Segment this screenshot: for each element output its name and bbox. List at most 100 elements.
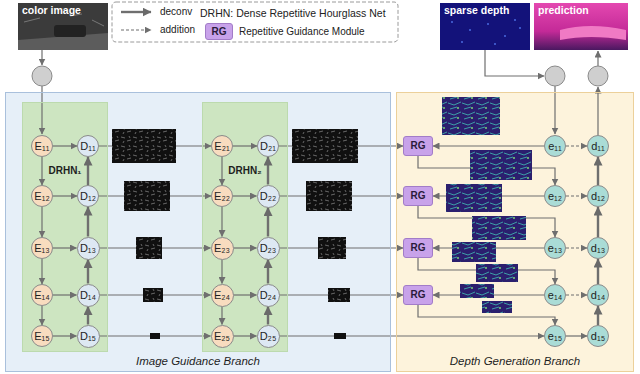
- flow-arrow: [41, 259, 42, 284]
- prediction-tile: [534, 3, 628, 50]
- legend-item: RGRepetitive Guidance Module: [205, 23, 365, 40]
- image-caption: prediction: [538, 4, 589, 16]
- wire: [597, 51, 598, 66]
- deconv-arrow: [267, 260, 269, 284]
- image-ground: [534, 3, 628, 50]
- node-label: D₁₁: [80, 140, 95, 153]
- legend-line-sample: [120, 7, 154, 17]
- region-label: Image Guidance Branch: [136, 355, 260, 368]
- depth-point: [451, 21, 453, 23]
- image-region: [560, 26, 626, 40]
- node-label: d₁₂: [591, 190, 605, 203]
- depth-point: [487, 23, 489, 25]
- node-label: D₁₂: [80, 190, 96, 203]
- deconv-arrow: [597, 306, 599, 325]
- legend-line: [121, 29, 151, 30]
- flow-arrow: [280, 335, 545, 336]
- wire: [485, 50, 544, 76]
- module-label: RG: [411, 190, 426, 202]
- depth-decoder-node: d₁₃: [587, 237, 609, 259]
- flow-arrow: [233, 145, 257, 146]
- deconv-arrow: [597, 157, 599, 185]
- encoder-node: E₁₁: [31, 135, 53, 157]
- flow-arrow: [221, 307, 222, 325]
- flow-arrow: [221, 207, 222, 237]
- flow-arrow: [41, 207, 42, 237]
- depth-feature-map: [472, 216, 526, 240]
- decoder-node: D₂₁: [257, 135, 279, 157]
- sparse-depth-tile: [440, 3, 530, 50]
- deconv-arrow: [597, 207, 599, 237]
- flow-arrow: [53, 294, 77, 295]
- node-label: e₁₁: [548, 140, 562, 153]
- legend-note: DRHN: Dense Repetitive Hourglass Net: [200, 7, 386, 19]
- wire: [597, 87, 598, 135]
- encoder-node: E₁₅: [31, 325, 53, 347]
- region-label: Depth Generation Branch: [450, 355, 580, 368]
- flow-arrow: [53, 195, 77, 196]
- encoder-node: E₁₄: [31, 284, 53, 306]
- depth-feature-map: [446, 184, 502, 212]
- depth-feature-map: [452, 242, 496, 262]
- decoder-node: D₂₅: [257, 325, 280, 348]
- depth-decoder-node: d₁₁: [587, 135, 609, 157]
- node-label: D₁₃: [80, 242, 96, 255]
- node-label: e₁₂: [548, 190, 562, 203]
- guidance-module: RG: [403, 136, 433, 156]
- decoder-node: D₁₅: [77, 325, 100, 348]
- node-label: d₁₁: [591, 140, 605, 153]
- node-label: E₁₂: [34, 190, 49, 203]
- depth-encoder-node: e₁₄: [544, 284, 566, 306]
- region-fill: [202, 102, 288, 352]
- node-label: e₁₅: [548, 330, 562, 343]
- region-label: DRHN₁: [48, 165, 81, 177]
- flow-arrow: [233, 195, 257, 196]
- image-caption: color image: [22, 4, 81, 16]
- image-ground: [440, 3, 530, 50]
- encoder-node: E₁₂: [31, 185, 53, 207]
- node-label: E₂₁: [214, 140, 229, 153]
- image-caption: sparse depth: [444, 4, 509, 16]
- wire: [41, 50, 42, 65]
- image-car: [54, 25, 86, 37]
- wire: [554, 86, 555, 134]
- node-label: D₁₄: [80, 289, 96, 302]
- deconv-arrow: [87, 307, 89, 325]
- node-label: D₂₄: [260, 289, 277, 302]
- legend-box: [112, 2, 398, 42]
- decoder-node: D₁₂: [77, 185, 99, 207]
- depth-feature-map: [476, 264, 518, 282]
- wire: [41, 86, 42, 134]
- flow-arrow: [53, 247, 77, 248]
- deconv-arrow: [87, 157, 89, 185]
- addition-arrow: [566, 145, 587, 146]
- depth-decoder-node: d₁₅: [587, 325, 609, 347]
- encoder-node: E₂₄: [211, 284, 234, 307]
- depth-encoder-node: e₁₃: [544, 237, 566, 259]
- feature-maps: [112, 97, 532, 339]
- flow-arrow: [566, 335, 587, 336]
- node-label: e₁₃: [548, 242, 562, 255]
- feature-map: [143, 288, 163, 302]
- deconv-arrow: [87, 207, 89, 237]
- flow-arrow: [221, 157, 222, 185]
- node-label: E₁₁: [35, 140, 50, 153]
- feature-map: [334, 333, 346, 339]
- branch-region: Depth Generation BranchRGRGRGRGe₁₁e₁₂e₁₃…: [396, 92, 634, 372]
- node-label: E₂₃: [214, 242, 230, 255]
- node-label: D₂₃: [260, 242, 277, 255]
- feature-map: [328, 288, 350, 302]
- flow-arrow: [221, 260, 222, 284]
- node-label: D₂₁: [260, 140, 276, 153]
- region-fill: [22, 102, 108, 352]
- legend-text: addition: [160, 24, 195, 36]
- flow-arrow: [53, 145, 77, 146]
- module-label: RG: [411, 140, 426, 152]
- operator-circle: [545, 66, 565, 86]
- depth-encoder-node: e₁₂: [544, 185, 566, 207]
- decoder-node: D₂₂: [257, 185, 280, 208]
- depth-encoder-node: e₁₅: [544, 325, 566, 347]
- depth-feature-map: [470, 150, 532, 180]
